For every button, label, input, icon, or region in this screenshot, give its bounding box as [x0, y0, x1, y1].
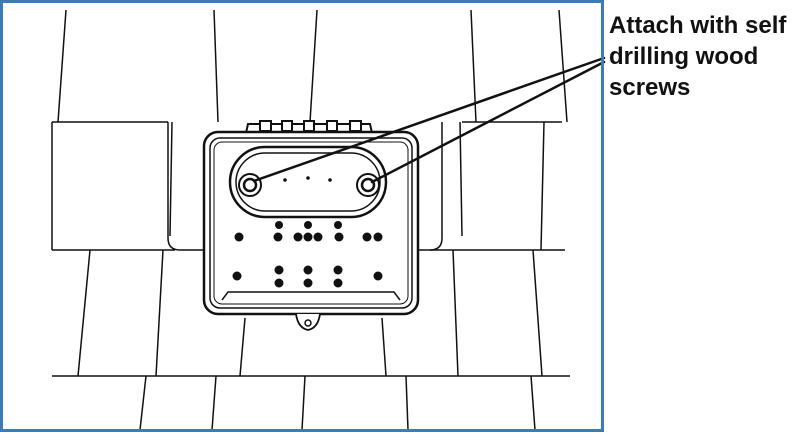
knockout-holes	[232, 221, 383, 288]
callout-line-1: Attach with self	[609, 12, 787, 39]
callout-line-3: screws	[609, 74, 691, 101]
roof-shingles	[51, 9, 570, 431]
diagram-frame	[0, 0, 604, 432]
callout-text: Attach with self drilling wood screws	[609, 10, 809, 103]
callout-leaders	[252, 56, 606, 184]
callout-line-2: drilling wood	[609, 43, 759, 70]
